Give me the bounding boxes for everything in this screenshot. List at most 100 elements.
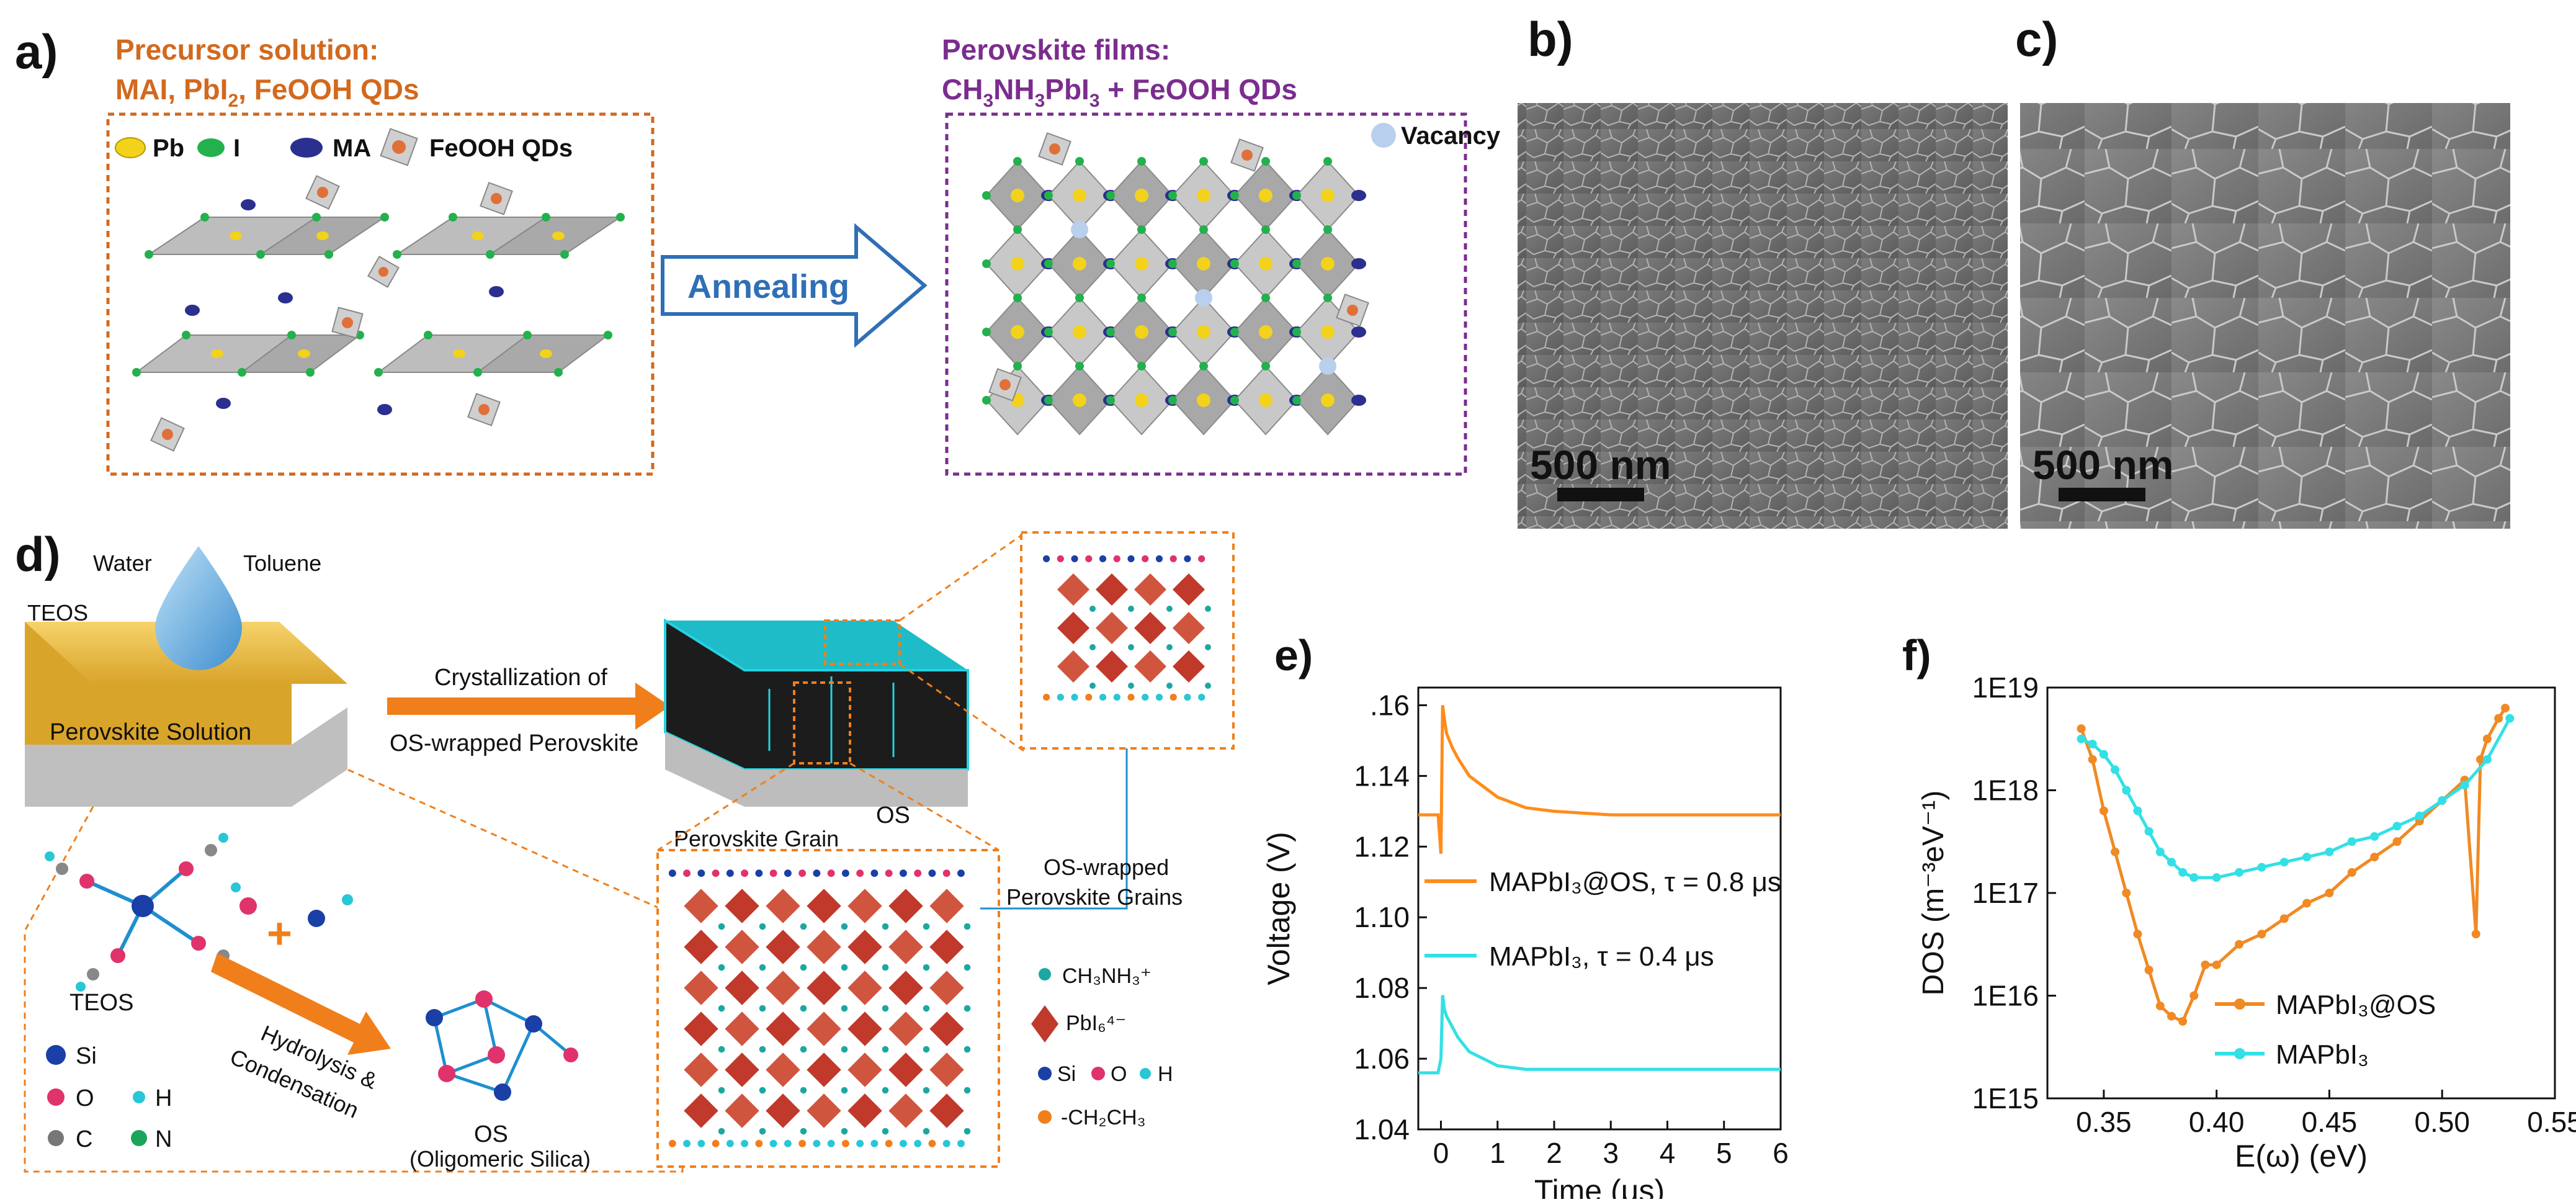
- chart-f-point: [2167, 858, 2176, 867]
- chart-f-point: [2178, 868, 2188, 877]
- panel-label-e: e): [1274, 631, 1313, 679]
- legend-o: O: [76, 1085, 94, 1111]
- chart-f-point: [2099, 750, 2108, 759]
- ch3nh3-icon: [1039, 968, 1051, 980]
- chart-e-legend-label: MAPbI₃, τ = 0.4 μs: [1489, 941, 1714, 972]
- legend-ma: MA: [333, 135, 371, 162]
- hydrolysis-arrow: [211, 953, 391, 1055]
- chart-f-legend-marker: [2234, 998, 2245, 1010]
- chart-f-ytick-label: 1E19: [1972, 671, 2039, 704]
- legend-c: C: [76, 1126, 92, 1152]
- scalebar-b: [1557, 488, 1644, 501]
- chart-f-point: [2347, 837, 2356, 846]
- chart-f-point: [2482, 734, 2492, 743]
- chart-e-frame: [1417, 686, 1782, 1131]
- chart-f-point: [2133, 930, 2142, 939]
- chart-f-point: [2235, 940, 2244, 949]
- n-icon: [131, 1130, 147, 1146]
- precursor-layers: [132, 175, 625, 452]
- plus-sign: +: [267, 909, 292, 958]
- chart-f-ytick-label: 1E15: [1972, 1082, 2039, 1115]
- substrate: [25, 707, 347, 807]
- chart-e-series-line: [1418, 705, 1781, 854]
- water-drop-icon: [155, 546, 242, 670]
- os-label: OS: [876, 802, 910, 828]
- chart-f-point: [2088, 755, 2097, 764]
- vacancy-icon: [1371, 123, 1396, 148]
- chart-e-ytick-label: 1.08: [1354, 972, 1410, 1004]
- chart-f-xtick-label: 0.50: [2414, 1106, 2470, 1138]
- perovskite-solution-label: Perovskite Solution: [50, 719, 251, 745]
- perovskite-grain-label: Perovskite Grain: [674, 826, 839, 851]
- panel-label-f: f): [1902, 631, 1931, 679]
- step-label-2: OS-wrapped Perovskite: [390, 730, 638, 756]
- sem-image-c: [2020, 103, 2510, 529]
- legend-i: I: [233, 135, 240, 162]
- chart-f-point: [2347, 868, 2356, 877]
- panel-label-a: a): [15, 24, 58, 79]
- chart-f-point: [2325, 847, 2334, 856]
- chart-f-point: [2471, 930, 2480, 939]
- chart-f-point: [2088, 740, 2097, 749]
- chart-f-point: [2279, 914, 2289, 923]
- zoom-bottom-lattice: [668, 869, 971, 1147]
- step-label-1: Crystallization of: [434, 665, 607, 691]
- chart-f-point: [2178, 1016, 2188, 1026]
- legend-ethyl: -CH₂CH₃: [1061, 1106, 1146, 1129]
- chart-f-point: [2133, 806, 2142, 815]
- element-legend: Si O H C N: [46, 1043, 172, 1152]
- panel-a: a) Precursor solution: MAI, PbI2, FeOOH …: [15, 24, 1501, 476]
- chart-e-xtick-label: 3: [1603, 1137, 1619, 1169]
- film-title-line2: CH3NH3PbI3 + FeOOH QDs: [942, 73, 1297, 111]
- chart-e-xlabel: Time (μs): [1534, 1173, 1665, 1199]
- teos-bottom-label: TEOS: [69, 990, 133, 1016]
- annealing-label: Annealing: [687, 268, 849, 305]
- chart-f-xtick-label: 0.40: [2189, 1106, 2245, 1138]
- chart-f-point: [2167, 1011, 2176, 1021]
- legend-qd: FeOOH QDs: [429, 135, 573, 162]
- chart-f-point: [2111, 765, 2120, 774]
- chart-f-point: [2122, 889, 2131, 897]
- chart-f-ylabel: DOS (m⁻³eV⁻¹): [1917, 791, 1950, 996]
- chart-e-xtick-label: 1: [1490, 1137, 1506, 1169]
- chart-f-point: [2302, 853, 2312, 862]
- os-film-top: [665, 621, 968, 670]
- chart-f-xtick-label: 0.45: [2302, 1106, 2358, 1138]
- chart-f-ytick-label: 1E18: [1972, 774, 2039, 807]
- toluene-label: Toluene: [243, 550, 321, 576]
- chart-f-point: [2494, 714, 2503, 723]
- panel-c: c) 500 nm: [2015, 12, 2510, 529]
- chart-e-ytick-label: 1.10: [1354, 901, 1410, 933]
- zoom-box-top: [1020, 531, 1235, 750]
- chart-f-point: [2077, 724, 2086, 733]
- panel-label-d: d): [15, 527, 61, 581]
- legend2-o: O: [1111, 1062, 1127, 1086]
- chart-f-point: [2144, 966, 2153, 975]
- chart-f-point: [2099, 806, 2108, 815]
- teos-molecule: [45, 833, 241, 992]
- water-label: Water: [93, 550, 152, 576]
- chart-e-legend-label: MAPbI₃@OS, τ = 0.8 μs: [1489, 867, 1781, 897]
- legend-h: H: [155, 1085, 172, 1111]
- legend-pb: Pb: [153, 135, 184, 162]
- vacancy-label: Vacancy: [1401, 122, 1501, 150]
- teos-top-label: TEOS: [27, 600, 88, 626]
- chart-f-point: [2155, 847, 2165, 856]
- zoom-top-lattice: [1043, 555, 1211, 701]
- chart-e-ytick-label: .16: [1370, 689, 1410, 721]
- chart-e-xtick-label: 2: [1546, 1137, 1562, 1169]
- o-icon: [47, 1088, 65, 1106]
- panel-label-c: c): [2015, 12, 2058, 66]
- pb-icon: [115, 137, 146, 158]
- chart-e-xtick-label: 0: [1433, 1137, 1449, 1169]
- precursor-legend: Pb I MA FeOOH QDs: [115, 128, 573, 166]
- solution-slab-front: [25, 622, 292, 745]
- chart-f-point: [2212, 960, 2221, 969]
- chart-f-ytick-label: 1E17: [1972, 877, 2039, 909]
- chart-f-point: [2370, 853, 2379, 862]
- i-icon: [197, 138, 225, 157]
- scalebar-label-c: 500 nm: [2033, 442, 2173, 488]
